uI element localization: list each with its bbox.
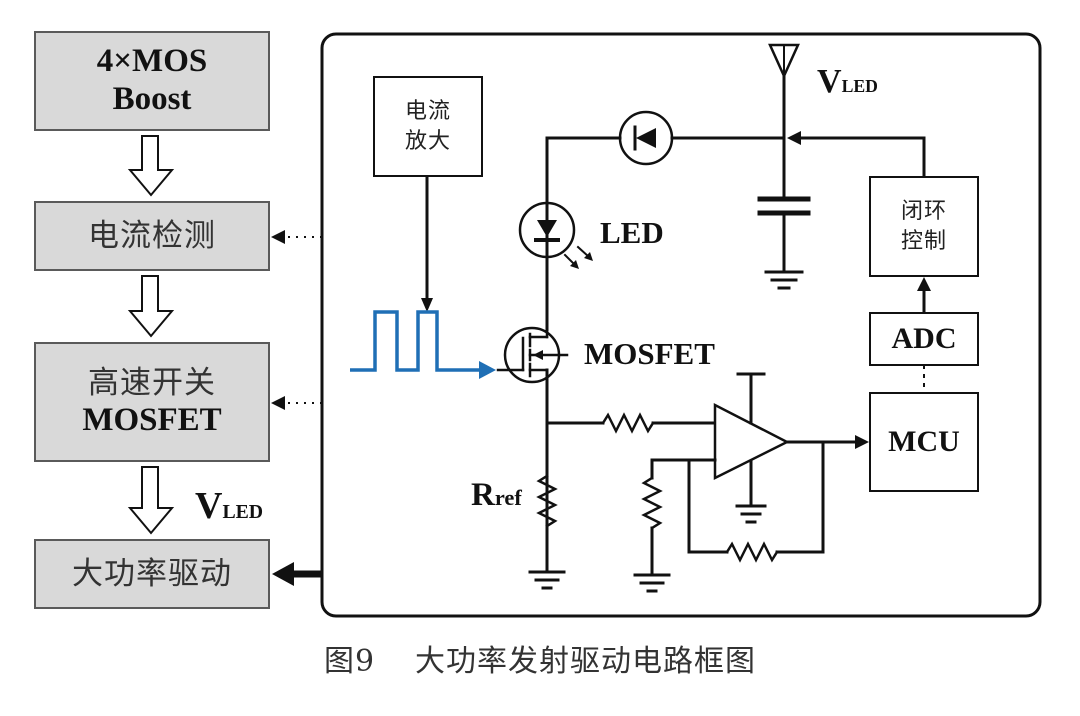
rref-main: R bbox=[471, 477, 495, 513]
hollow-arrow-3 bbox=[127, 466, 175, 535]
high-speed-switch-mosfet: MOSFET bbox=[82, 402, 222, 439]
boost-line-1: 4×MOS bbox=[96, 43, 208, 80]
closed-loop-box: 闭环 控制 bbox=[869, 176, 979, 277]
circuit-frame bbox=[320, 32, 1042, 618]
vled-label: VLED bbox=[817, 63, 878, 101]
current-amp-line-1: 电流 bbox=[404, 98, 451, 124]
pulse-arrow-head bbox=[479, 361, 496, 379]
left-vled-main: V bbox=[195, 485, 223, 527]
dotted-arrow-switch bbox=[271, 396, 322, 410]
rref-label: Rref bbox=[471, 477, 522, 514]
high-power-drive-block: 大功率驱动 bbox=[34, 539, 270, 609]
mcu-box: MCU bbox=[869, 392, 979, 492]
vled-sub: LED bbox=[841, 76, 878, 96]
thick-arrow-drive bbox=[272, 562, 322, 586]
rref-sub: ref bbox=[494, 485, 522, 510]
high-power-drive-label: 大功率驱动 bbox=[72, 555, 232, 592]
left-vled-sub: LED bbox=[222, 501, 264, 523]
adc-box: ADC bbox=[869, 312, 979, 366]
high-speed-switch-block: 高速开关 MOSFET bbox=[34, 342, 270, 462]
led-label: LED bbox=[600, 215, 664, 250]
dotted-arrow-current-detect bbox=[271, 230, 322, 244]
boost-block: 4×MOS Boost bbox=[34, 31, 270, 131]
left-vled-label: VLED bbox=[195, 484, 263, 528]
boost-line-2: Boost bbox=[112, 81, 192, 117]
pulse-signal bbox=[350, 310, 480, 372]
current-detect-block: 电流检测 bbox=[34, 201, 270, 271]
closed-loop-line-1: 闭环 bbox=[900, 198, 947, 224]
caption-title: 大功率发射驱动电路框图 bbox=[415, 644, 757, 679]
mcu-label: MCU bbox=[888, 424, 960, 458]
mosfet-label: MOSFET bbox=[584, 336, 715, 371]
hollow-arrow-2 bbox=[127, 275, 175, 338]
hollow-arrow-1 bbox=[127, 135, 175, 197]
caption-figure-number: 图9 bbox=[323, 644, 376, 679]
figure-caption: 图9 大功率发射驱动电路框图 bbox=[0, 636, 1080, 680]
high-speed-switch-label: 高速开关 bbox=[88, 364, 216, 401]
closed-loop-line-2: 控制 bbox=[900, 228, 947, 254]
adc-label: ADC bbox=[891, 321, 957, 355]
current-amp-box: 电流 放大 bbox=[373, 76, 483, 177]
current-detect-label: 电流检测 bbox=[88, 217, 216, 254]
current-amp-line-2: 放大 bbox=[404, 128, 451, 154]
vled-main: V bbox=[817, 63, 842, 100]
